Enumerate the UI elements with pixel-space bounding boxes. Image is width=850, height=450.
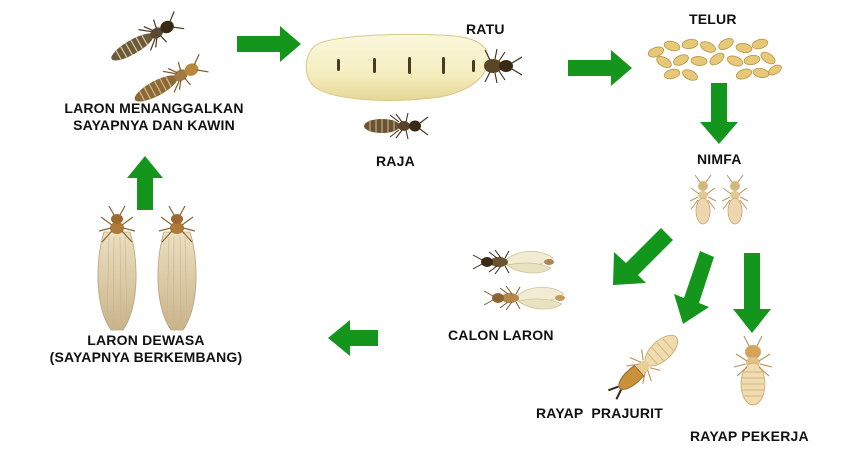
mating-termite-lower <box>134 54 209 102</box>
arrow-nymph-to-alate <box>613 228 673 285</box>
green-arrow-icon <box>127 156 163 210</box>
egg-cluster-icon <box>647 38 782 81</box>
queen-termite-icon <box>305 33 523 101</box>
nymph-icon <box>689 174 717 225</box>
label-nymph: NIMFA <box>697 151 742 167</box>
label-adult-alates-line1: LARON DEWASA <box>87 332 205 348</box>
arrow-nymph-to-worker <box>733 253 771 333</box>
label-worker: RAYAP PEKERJA <box>690 428 809 444</box>
adult-alate-right <box>157 205 197 331</box>
alate-icon <box>472 249 554 275</box>
green-arrow-icon <box>700 83 738 144</box>
green-arrow-icon <box>613 228 673 285</box>
arrow-queen-to-eggs <box>568 50 632 86</box>
green-arrow-icon <box>328 320 378 356</box>
label-alates-mate-line1: LARON MENANGGALKAN <box>64 100 244 116</box>
label-king: RAJA <box>376 153 415 169</box>
arrow-eggs-to-nymph <box>700 83 738 144</box>
mating-termite-upper <box>111 11 185 61</box>
label-eggs: TELUR <box>689 11 737 27</box>
label-queen: RATU <box>466 21 505 37</box>
green-arrow-icon <box>237 26 301 62</box>
worker-termite-icon <box>733 335 773 406</box>
label-adult-alates: LARON DEWASA (SAYAPNYA BERKEMBANG) <box>20 332 272 366</box>
green-arrow-icon <box>568 50 632 86</box>
green-arrow-icon <box>733 253 771 333</box>
arrow-adult-to-mating <box>127 156 163 210</box>
alate-icon <box>483 285 565 311</box>
soldier-termite-icon <box>607 334 679 400</box>
label-adult-alates-line2: (SAYAPNYA BERKEMBANG) <box>49 349 243 365</box>
arrow-nymph-to-soldier <box>674 251 714 324</box>
label-alates-mate: LARON MENANGGALKAN SAYAPNYA DAN KAWIN <box>30 100 278 134</box>
green-arrow-icon <box>674 251 714 324</box>
king-termite-icon <box>364 112 429 140</box>
label-alates-mate-line2: SAYAPNYA DAN KAWIN <box>73 117 235 133</box>
label-soldier: RAYAP PRAJURIT <box>536 405 663 421</box>
arrow-mating-to-queen <box>237 26 301 62</box>
nymph-icon <box>721 174 749 225</box>
adult-alate-left <box>97 205 137 331</box>
label-alate-candidate: CALON LARON <box>448 327 554 343</box>
arrow-alate-to-adult <box>328 320 378 356</box>
